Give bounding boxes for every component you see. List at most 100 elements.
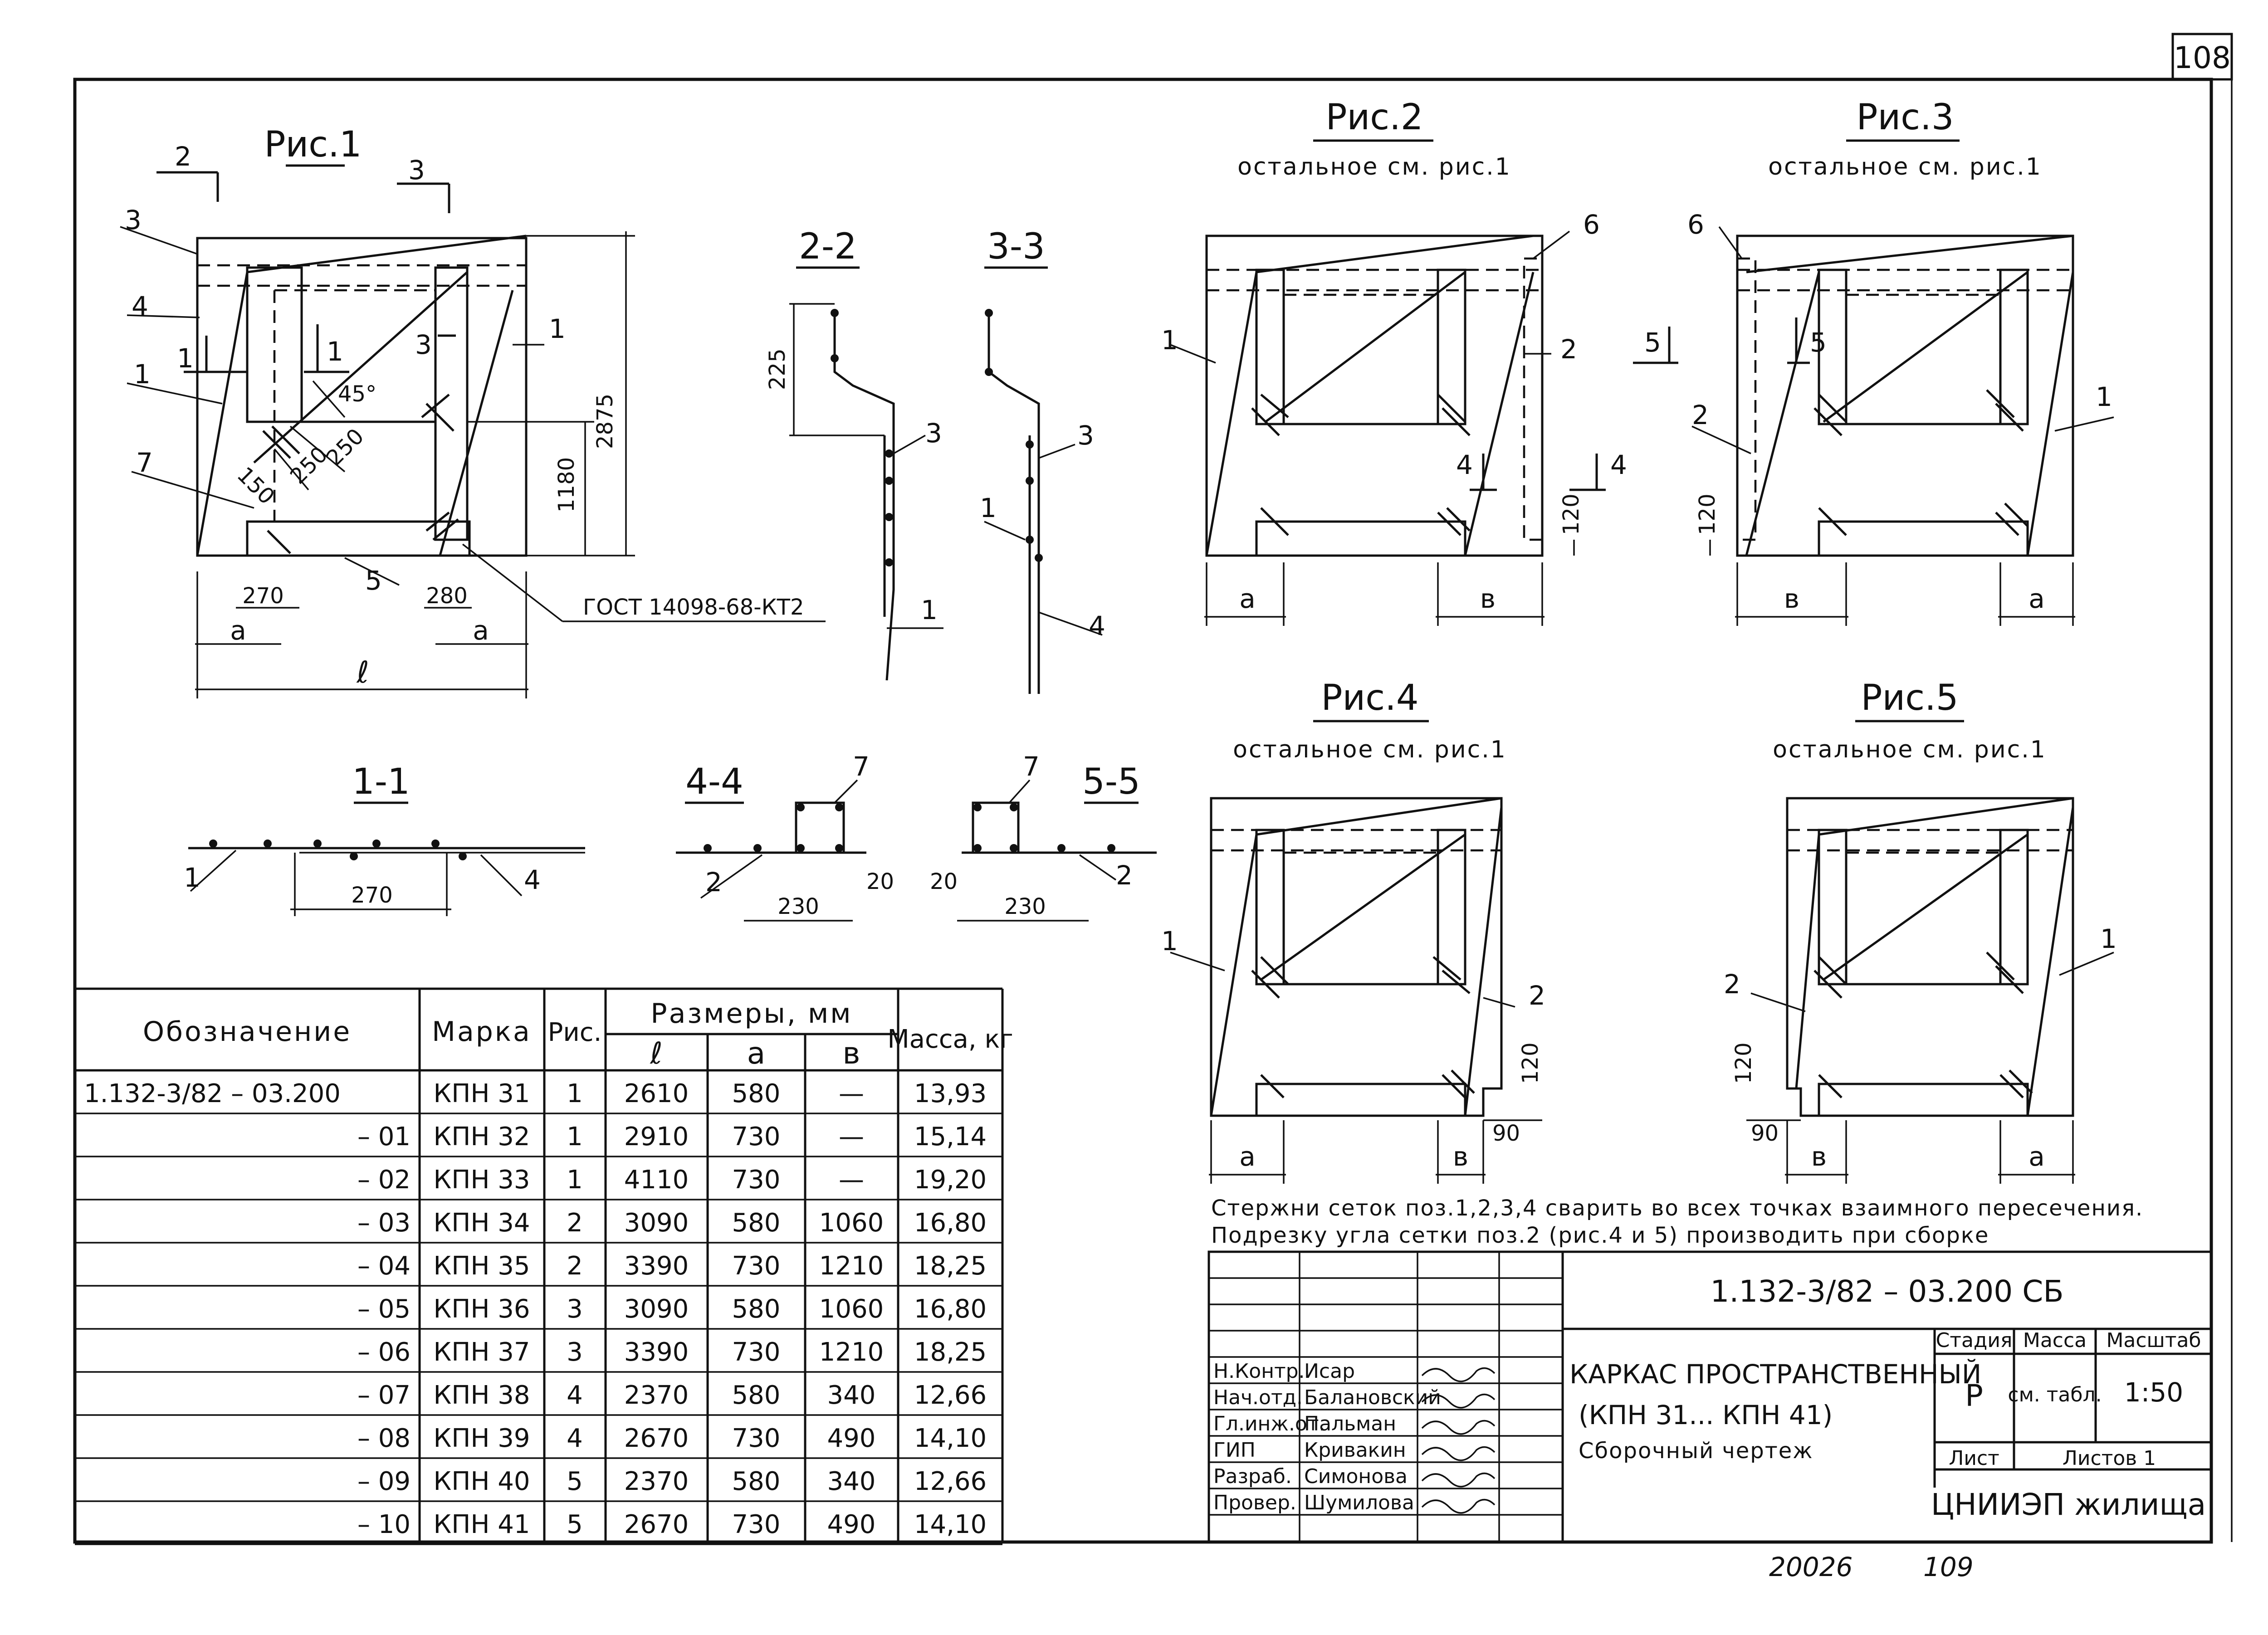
- signature: [1421, 1393, 1496, 1409]
- svg-text:Лист: Лист: [1949, 1447, 1999, 1470]
- table-cell-l: 2610: [624, 1079, 689, 1108]
- stamp-role: Провер.: [1213, 1491, 1296, 1514]
- table-cell-mark: КПН 33: [433, 1165, 530, 1195]
- table-cell-designation: – 01: [357, 1122, 411, 1152]
- table-cell-designation: – 03: [357, 1208, 411, 1238]
- table-cell-mass: 19,20: [914, 1165, 987, 1195]
- table-cell-l: 2670: [624, 1424, 689, 1453]
- drawing-designation: 1.132-3/82 – 03.200 СБ: [1710, 1274, 2063, 1309]
- table-cell-b: —: [839, 1122, 864, 1152]
- svg-text:Масштаб: Масштаб: [2106, 1329, 2201, 1352]
- svg-text:2-2: 2-2: [799, 226, 856, 267]
- dim-2875: 2875: [592, 394, 618, 449]
- signature: [1421, 1446, 1496, 1461]
- svg-text:2: 2: [705, 867, 722, 898]
- table-cell-designation: 1.132-3/82 – 03.200: [84, 1079, 341, 1108]
- table-cell-designation: – 05: [357, 1294, 411, 1324]
- dim-20-s44: 20: [866, 869, 894, 894]
- stamp-name: Шумилова: [1304, 1491, 1414, 1514]
- scale-value: 1:50: [2124, 1377, 2183, 1408]
- th-fig: Рис.: [548, 1018, 602, 1047]
- svg-text:a: a: [1239, 583, 1256, 614]
- fig4-dim-120: 120: [1518, 1042, 1543, 1084]
- table-cell-b: 1210: [819, 1251, 884, 1281]
- signature: [1421, 1498, 1496, 1514]
- figure-4: Рис.4 остальное см. рис.1 1 2 120 90 a в: [1161, 678, 1545, 1184]
- section-5-5: 5-5 7 2 230 20: [930, 751, 1157, 922]
- bottom-ref-1: 20026: [1769, 1552, 1853, 1582]
- svg-text:5: 5: [1810, 327, 1827, 358]
- table-cell-mass: 12,66: [914, 1467, 987, 1496]
- table-cell-a: 580: [732, 1294, 781, 1324]
- page-number: 108: [2174, 40, 2231, 75]
- table-cell-fig: 2: [567, 1208, 583, 1238]
- svg-text:2: 2: [1116, 860, 1133, 891]
- svg-text:a: a: [2028, 583, 2045, 614]
- gost-label: ГОСТ 14098-68-КТ2: [583, 595, 804, 620]
- table-cell-fig: 5: [567, 1510, 583, 1539]
- svg-text:a: a: [2028, 1141, 2045, 1172]
- fig3-dim-120: 120: [1695, 493, 1720, 535]
- svg-text:1: 1: [921, 595, 938, 625]
- svg-text:3: 3: [925, 418, 942, 449]
- table-cell-l: 3090: [624, 1208, 689, 1238]
- table-cell-a: 580: [732, 1208, 781, 1238]
- table-cell-fig: 1: [567, 1165, 583, 1195]
- svg-text:4: 4: [1610, 449, 1627, 480]
- stamp-name: Симонова: [1304, 1465, 1408, 1488]
- table-cell-l: 2910: [624, 1122, 689, 1152]
- svg-text:1: 1: [1161, 926, 1178, 957]
- dim-280: 280: [426, 583, 468, 609]
- table-cell-a: 730: [732, 1122, 781, 1152]
- stamp-name: Исар: [1304, 1360, 1355, 1383]
- svg-text:1: 1: [327, 336, 343, 367]
- svg-text:3: 3: [415, 329, 432, 360]
- svg-text:7: 7: [1023, 751, 1040, 782]
- table-cell-mark: КПН 34: [433, 1208, 530, 1238]
- table-cell-l: 2670: [624, 1510, 689, 1539]
- dim-225: 225: [765, 348, 790, 390]
- dim-230-s55: 230: [1004, 894, 1046, 919]
- section-4-4: 4-4 7 2 230 20: [676, 751, 894, 922]
- svg-text:4: 4: [1456, 449, 1473, 480]
- svg-text:1: 1: [134, 359, 151, 390]
- table-cell-mark: КПН 32: [433, 1122, 530, 1152]
- fig1-title: Рис.1: [264, 124, 362, 165]
- section-2-2: 2-2 225 3 1: [765, 226, 943, 681]
- svg-text:a: a: [1239, 1141, 1256, 1172]
- table-cell-mark: КПН 36: [433, 1294, 530, 1324]
- table-cell-designation: – 09: [357, 1467, 411, 1496]
- stamp-name: Балановский: [1304, 1386, 1441, 1409]
- table-cell-mass: 14,10: [914, 1510, 987, 1539]
- fig2-note: остальное см. рис.1: [1237, 153, 1511, 181]
- stamp-name: Кривакин: [1304, 1439, 1406, 1462]
- svg-text:1-1: 1-1: [352, 761, 410, 802]
- table-cell-mass: 12,66: [914, 1381, 987, 1410]
- fig3-title: Рис.3: [1856, 97, 1954, 138]
- dim-230-s44: 230: [777, 894, 819, 919]
- figure-3: Рис.3 остальное см. рис.1 6 5 5 2 1 120 …: [1633, 97, 2114, 626]
- th-l: ℓ: [650, 1036, 662, 1071]
- dim-1180: 1180: [554, 457, 579, 512]
- svg-text:4: 4: [524, 864, 541, 895]
- stamp-role: Разраб.: [1213, 1465, 1292, 1488]
- svg-text:Масса: Масса: [2023, 1329, 2087, 1352]
- table-cell-b: 1060: [819, 1208, 884, 1238]
- table-cell-fig: 2: [567, 1251, 583, 1281]
- stamp-name: Пальман: [1304, 1412, 1396, 1435]
- dim-l: ℓ: [356, 655, 369, 690]
- svg-text:2: 2: [1529, 980, 1545, 1011]
- assembly-notes: Стержни сеток поз.1,2,3,4 сварить во все…: [1211, 1196, 2142, 1248]
- stamp-role: Нач.отд.: [1213, 1386, 1303, 1409]
- svg-text:5: 5: [1644, 327, 1661, 358]
- table-cell-b: 490: [827, 1424, 876, 1453]
- dim-20-s55: 20: [930, 869, 958, 894]
- figure-1: Рис.1 45° 150 250 250: [120, 124, 826, 698]
- table-cell-mass: 13,93: [914, 1079, 987, 1108]
- title-line-2: (КПН 31... КПН 41): [1579, 1400, 1833, 1430]
- dim-250b: 250: [322, 424, 369, 471]
- table-cell-l: 3390: [624, 1251, 689, 1281]
- svg-text:в: в: [1480, 583, 1496, 614]
